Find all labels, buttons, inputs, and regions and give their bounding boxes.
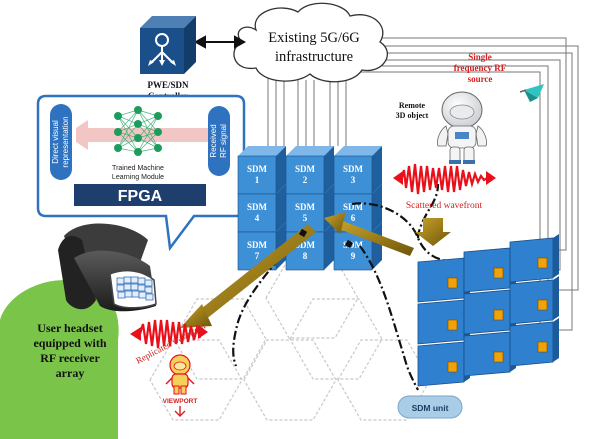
user-headset-label-line-2: equipped with [33,336,106,350]
viewport-label: VIEWPORT [163,398,198,405]
controller-icon [140,16,196,74]
fpga-label: FPGA [118,188,163,205]
sdm-cell-4 [237,184,286,233]
sdm-unit-row-1 [417,234,559,303]
green-hill [0,280,119,439]
sdm-label-3: SDM [343,164,364,174]
hexagon-cell-grid [149,257,431,421]
sdm-number-3: 3 [351,175,356,185]
cloud-label-line-1: Existing 5G/6G [268,30,360,46]
vr-headset-icon [58,223,157,312]
fpga-bar [74,184,206,206]
cloud-to-sdm-lines [267,76,347,146]
sdm-label-9: SDM [343,240,364,250]
ml-left-line-1: Direct visual [51,120,60,164]
sdm-label-2: SDM [295,164,316,174]
replicated-wavefront: Replicated wavefront [130,319,208,366]
sdm-number-7: 7 [255,251,260,261]
sdm-array: SDM 1 SDM 2 SDM 3 SDM 4 SDM 5 SDM 6 SDM … [237,146,382,271]
sdm-cell-9 [333,222,382,271]
sdm-unit-badge [397,395,463,419]
ml-left-line-2: representation [61,116,70,167]
rf-source-icon [519,84,544,102]
sdm-label-6: SDM [343,202,364,212]
sdm-unit-row-3 [417,318,559,387]
sdm-unit-array [417,234,559,387]
ml-module-callout: Direct visual representation Received RF… [36,94,246,252]
sdm-number-4: 4 [255,213,260,223]
ml-right-line-2: RF signal [219,124,228,158]
sdm-label-1: SDM [247,164,268,174]
junction-marker [298,228,308,238]
ml-right-line-1: Received [209,124,218,157]
sdm-cell-5 [285,184,334,233]
ml-caption-line-2: Learning Module [112,174,164,181]
sdm-number-2: 2 [303,175,308,185]
sdm-unit-label: SDM unit [412,403,449,413]
sdm-cell-2 [285,146,334,195]
junction-marker-2 [344,239,354,249]
rf-source-label-line-3: source [468,74,493,84]
rf-source-label-line-2: frequency RF [454,63,507,73]
received-rf-pill [208,106,230,176]
remote-object-label-line-2: 3D object [396,111,429,120]
remote-object-label-line-1: Remote [399,101,426,110]
direct-visual-pill [50,104,72,180]
ml-caption-line-1: Trained Machine [112,165,164,172]
cloud-label-line-2: infrastructure [275,49,353,65]
sdm-label-5: SDM [295,202,316,212]
scattered-wavefront: Scattered wavefront [393,163,496,211]
sdm-number-9: 9 [351,251,356,261]
user-headset-label-line-3: RF receiver [40,351,100,365]
sdm-label-4: SDM [247,202,268,212]
gold-arrows [180,212,451,328]
user-headset-label-line-1: User headset [37,321,102,335]
sdm-number-5: 5 [303,213,308,223]
rf-source-label-line-1: Single [468,52,492,62]
infrastructure-cloud: Existing 5G/6G infrastructure [233,2,388,83]
viewport-avatar [165,354,195,395]
neural-network-icon [114,106,162,156]
sdm-cell-1 [237,146,286,195]
controller-cloud-link-arrow [193,35,247,49]
sdm-number-8: 8 [303,251,308,261]
sdm-label-8: SDM [295,240,316,250]
user-headset-label-line-4: array [56,366,85,380]
sdm-cell-3 [333,146,382,195]
controller-label-line-1: PWE/SDN [147,80,189,90]
sdm-number-6: 6 [351,213,356,223]
sdm-label-7: SDM [247,240,268,250]
scattered-wavefront-label: Scattered wavefront [406,200,483,211]
sdm-number-1: 1 [255,175,260,185]
sdm-unit-row-2 [417,276,559,345]
viewport-anchor-icon [174,406,186,417]
astronaut-figure [437,91,487,164]
